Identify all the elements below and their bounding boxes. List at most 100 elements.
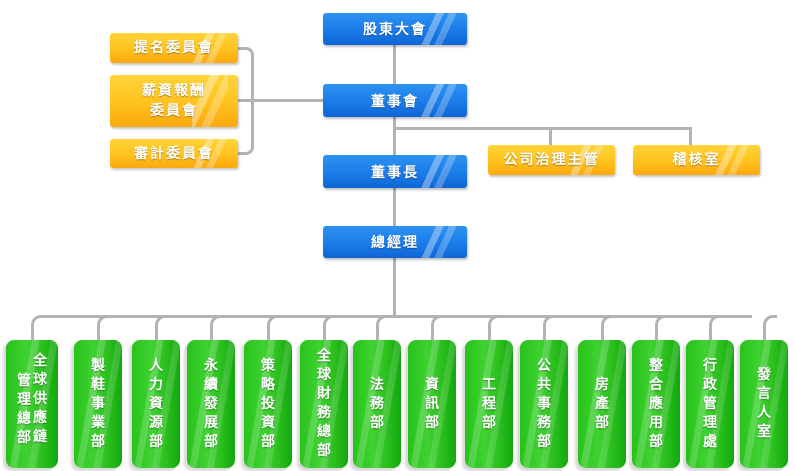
department-label-char: 財 bbox=[317, 386, 331, 402]
department-label-column: 行政管理處 bbox=[703, 357, 717, 452]
department-label-char: 部 bbox=[595, 414, 609, 431]
connector-department bbox=[267, 315, 281, 343]
remuneration-committee-box[interactable]: 薪資報酬 委員會 bbox=[110, 75, 238, 127]
department-box[interactable]: 製鞋事業部 bbox=[74, 340, 122, 468]
connector-committee-mid bbox=[238, 99, 254, 102]
department-label: 工程部 bbox=[465, 340, 513, 468]
department-label-char: 共 bbox=[537, 376, 551, 393]
department-label-column: 策略投資部 bbox=[261, 357, 275, 452]
connector-department bbox=[31, 315, 45, 343]
connector-department bbox=[323, 315, 337, 343]
department-label-char: 應 bbox=[33, 409, 47, 426]
department-box[interactable]: 全球供應鏈管理總部 bbox=[6, 340, 58, 468]
department-box[interactable]: 房產部 bbox=[578, 340, 626, 468]
department-label: 公共事務部 bbox=[520, 340, 568, 468]
department-label-column: 全球供應鏈 bbox=[33, 352, 47, 447]
ceo-label: 總經理 bbox=[371, 235, 419, 251]
department-label-column: 資訊部 bbox=[425, 376, 439, 433]
department-label-char: 房 bbox=[595, 376, 609, 393]
connector-department bbox=[709, 315, 723, 343]
department-label-char: 策 bbox=[261, 357, 275, 374]
department-label-char: 部 bbox=[261, 433, 275, 450]
department-label: 資訊部 bbox=[408, 340, 456, 468]
department-box[interactable]: 法務部 bbox=[353, 340, 401, 468]
department-label: 房產部 bbox=[578, 340, 626, 468]
connector-governance bbox=[549, 127, 552, 145]
department-label-char: 資 bbox=[425, 376, 439, 393]
audit-office-box[interactable]: 稽核室 bbox=[633, 145, 760, 175]
department-label: 製鞋事業部 bbox=[74, 340, 122, 468]
shareholders-meeting-label: 股東大會 bbox=[363, 22, 427, 38]
department-label-char: 理 bbox=[703, 414, 717, 431]
department-label-char: 總 bbox=[317, 424, 331, 440]
ceo-box[interactable]: 總經理 bbox=[323, 226, 467, 258]
audit-committee-box[interactable]: 審計委員會 bbox=[110, 139, 238, 168]
department-label-column: 公共事務部 bbox=[537, 357, 551, 452]
corporate-governance-officer-label: 公司治理主管 bbox=[503, 152, 600, 168]
connector-ceo-bus bbox=[393, 258, 396, 318]
corporate-governance-officer-box[interactable]: 公司治理主管 bbox=[488, 145, 615, 175]
department-label-column: 工程部 bbox=[482, 376, 496, 433]
department-label-char: 處 bbox=[703, 433, 717, 450]
department-box[interactable]: 整合應用部 bbox=[632, 340, 680, 468]
department-label-char: 務 bbox=[370, 395, 384, 412]
department-label-char: 理 bbox=[17, 392, 31, 408]
department-label-char: 務 bbox=[317, 405, 331, 421]
department-box[interactable]: 工程部 bbox=[465, 340, 513, 468]
department-label-char: 合 bbox=[649, 376, 663, 393]
department-label-column: 管理總部 bbox=[17, 372, 31, 448]
department-label-char: 管 bbox=[703, 395, 717, 412]
department-label-char: 資 bbox=[261, 414, 275, 431]
department-label-char: 業 bbox=[91, 414, 105, 431]
department-label: 整合應用部 bbox=[632, 340, 680, 468]
department-label-char: 球 bbox=[317, 367, 331, 383]
department-label: 行政管理處 bbox=[686, 340, 734, 468]
department-box[interactable]: 全球財務總部 bbox=[300, 340, 348, 468]
department-label-char: 事 bbox=[537, 395, 551, 412]
connector-department bbox=[488, 315, 502, 343]
remuneration-committee-line2: 委員會 bbox=[150, 103, 198, 119]
department-label-char: 部 bbox=[649, 433, 663, 450]
department-label-char: 資 bbox=[149, 395, 163, 412]
department-label-char: 管 bbox=[17, 373, 31, 389]
department-box[interactable]: 永續發展部 bbox=[187, 340, 235, 468]
department-label-char: 發 bbox=[757, 367, 771, 383]
department-label: 永續發展部 bbox=[187, 340, 235, 468]
department-label-char: 鞋 bbox=[91, 376, 105, 393]
department-box[interactable]: 公共事務部 bbox=[520, 340, 568, 468]
department-label-char: 全 bbox=[317, 348, 331, 364]
department-label-char: 工 bbox=[482, 376, 496, 393]
department-label-column: 製鞋事業部 bbox=[91, 357, 105, 452]
department-label-char: 室 bbox=[757, 424, 771, 440]
board-of-directors-box[interactable]: 董事會 bbox=[323, 84, 467, 117]
chairman-label: 董事長 bbox=[371, 164, 419, 181]
remuneration-committee-line1: 薪資報酬 bbox=[142, 83, 206, 99]
department-label-char: 整 bbox=[649, 357, 663, 374]
chairman-box[interactable]: 董事長 bbox=[323, 155, 467, 188]
department-box[interactable]: 資訊部 bbox=[408, 340, 456, 468]
department-label-column: 整合應用部 bbox=[649, 357, 663, 452]
department-box[interactable]: 行政管理處 bbox=[686, 340, 734, 468]
department-label-column: 房產部 bbox=[595, 376, 609, 433]
shareholders-meeting-box[interactable]: 股東大會 bbox=[323, 13, 467, 45]
department-box[interactable]: 策略投資部 bbox=[244, 340, 292, 468]
nomination-committee-box[interactable]: 提名委員會 bbox=[110, 33, 238, 63]
connector-board-committees bbox=[252, 99, 324, 102]
connector-department bbox=[210, 315, 224, 343]
department-box[interactable]: 發言人室 bbox=[740, 340, 788, 468]
connector-department bbox=[655, 315, 669, 343]
department-label-char: 用 bbox=[649, 414, 663, 431]
department-label-char: 球 bbox=[33, 371, 47, 388]
connector-board-chairman bbox=[393, 117, 396, 155]
department-label: 全球供應鏈管理總部 bbox=[6, 340, 58, 468]
department-label-char: 行 bbox=[703, 357, 717, 374]
connector-department bbox=[155, 315, 169, 343]
department-box[interactable]: 人力資源部 bbox=[132, 340, 180, 468]
department-label-char: 公 bbox=[537, 357, 551, 374]
department-label-char: 部 bbox=[149, 433, 163, 450]
department-label-char: 部 bbox=[537, 433, 551, 450]
department-label-char: 力 bbox=[149, 376, 163, 393]
department-label-char: 應 bbox=[649, 395, 663, 412]
department-label-char: 全 bbox=[33, 352, 47, 369]
board-of-directors-label: 董事會 bbox=[371, 93, 419, 110]
